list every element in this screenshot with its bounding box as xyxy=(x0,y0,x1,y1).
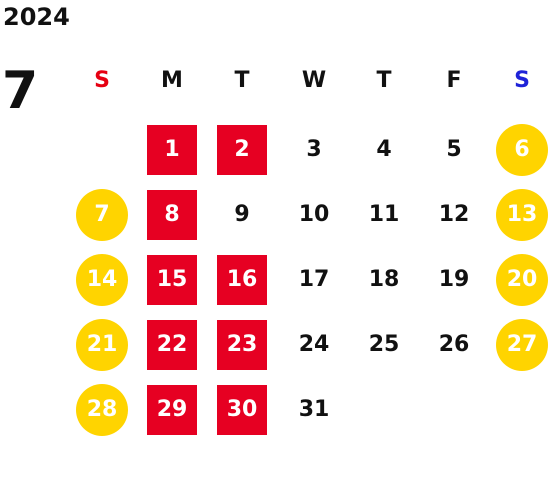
day-cell-29[interactable]: 29 xyxy=(147,385,197,435)
day-cell-30[interactable]: 30 xyxy=(217,385,267,435)
weekday-label-mon: M xyxy=(161,68,183,93)
day-cell-17[interactable]: 17 xyxy=(298,267,330,292)
day-cell-5[interactable]: 5 xyxy=(446,137,462,162)
day-cell-6[interactable]: 6 xyxy=(496,124,548,176)
month-number: 7 xyxy=(2,61,39,121)
day-cell-23[interactable]: 23 xyxy=(217,320,267,370)
day-cell-21[interactable]: 21 xyxy=(76,319,128,371)
day-cell-28[interactable]: 28 xyxy=(76,384,128,436)
weekday-label-tue: T xyxy=(234,68,250,93)
day-cell-15[interactable]: 15 xyxy=(147,255,197,305)
day-cell-7[interactable]: 7 xyxy=(76,189,128,241)
day-cell-14[interactable]: 14 xyxy=(76,254,128,306)
day-cell-4[interactable]: 4 xyxy=(376,137,392,162)
day-cell-11[interactable]: 11 xyxy=(368,202,400,227)
day-cell-20[interactable]: 20 xyxy=(496,254,548,306)
day-cell-24[interactable]: 24 xyxy=(298,332,330,357)
day-cell-19[interactable]: 19 xyxy=(438,267,470,292)
weekday-label-wed: W xyxy=(301,68,327,93)
day-cell-9[interactable]: 9 xyxy=(234,202,250,227)
day-cell-3[interactable]: 3 xyxy=(306,137,322,162)
day-cell-13[interactable]: 13 xyxy=(496,189,548,241)
day-cell-18[interactable]: 18 xyxy=(368,267,400,292)
day-cell-27[interactable]: 27 xyxy=(496,319,548,371)
day-cell-31[interactable]: 31 xyxy=(298,397,330,422)
year-label: 2024 xyxy=(3,3,70,31)
day-cell-25[interactable]: 25 xyxy=(368,332,400,357)
weekday-label-thu: T xyxy=(376,68,392,93)
day-cell-12[interactable]: 12 xyxy=(438,202,470,227)
day-cell-1[interactable]: 1 xyxy=(147,125,197,175)
day-cell-22[interactable]: 22 xyxy=(147,320,197,370)
day-cell-10[interactable]: 10 xyxy=(298,202,330,227)
day-cell-26[interactable]: 26 xyxy=(438,332,470,357)
day-cell-2[interactable]: 2 xyxy=(217,125,267,175)
weekday-label-sat: S xyxy=(514,68,530,93)
weekday-label-fri: F xyxy=(446,68,462,93)
weekday-label-sun: S xyxy=(94,68,110,93)
day-cell-16[interactable]: 16 xyxy=(217,255,267,305)
day-cell-8[interactable]: 8 xyxy=(147,190,197,240)
